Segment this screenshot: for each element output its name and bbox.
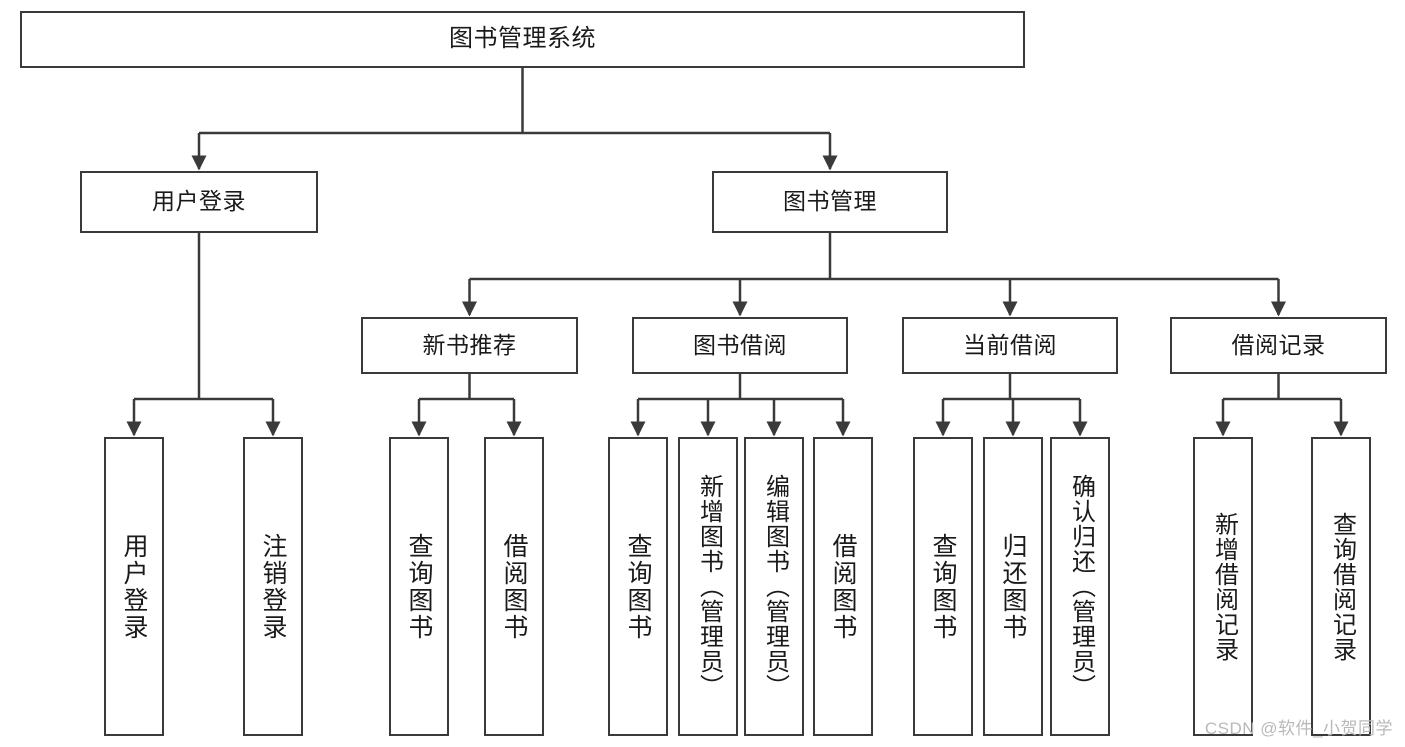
node-label: 用户登录 (120, 532, 148, 641)
node-book-management[interactable]: 图书管理 (712, 171, 948, 233)
node-label: 图书管理 (783, 188, 877, 215)
node-label: 确认归还（管理员） (1067, 474, 1095, 699)
node-leaf-edit-book-admin[interactable]: 编辑图书（管理员） (744, 437, 804, 736)
node-label: 借阅图书 (829, 532, 857, 641)
node-leaf-add-loan-record[interactable]: 新增借阅记录 (1193, 437, 1253, 736)
node-leaf-user-logout[interactable]: 注销登录 (243, 437, 303, 736)
node-label: 图书管理系统 (449, 25, 596, 53)
node-label: 新增图书（管理员） (695, 474, 723, 699)
node-label: 查询图书 (624, 532, 652, 641)
node-book-borrowing[interactable]: 图书借阅 (632, 317, 848, 374)
node-label: 查询图书 (929, 532, 957, 641)
node-label: 图书借阅 (693, 331, 787, 358)
node-leaf-query-book-current[interactable]: 查询图书 (913, 437, 973, 736)
node-current-loans[interactable]: 当前借阅 (902, 317, 1118, 374)
node-label: 编辑图书（管理员） (761, 474, 789, 699)
node-label: 查询借阅记录 (1328, 511, 1356, 662)
node-label: 查询图书 (405, 532, 433, 641)
node-label: 借阅图书 (500, 532, 528, 641)
node-leaf-return-book[interactable]: 归还图书 (983, 437, 1043, 736)
node-label: 用户登录 (152, 188, 246, 215)
node-leaf-add-book-admin[interactable]: 新增图书（管理员） (678, 437, 738, 736)
node-label: 新增借阅记录 (1210, 511, 1238, 662)
node-label: 注销登录 (259, 532, 287, 641)
watermark: CSDN @软件_小贺同学 (1204, 719, 1393, 738)
node-leaf-query-book-recommendation[interactable]: 查询图书 (389, 437, 449, 736)
node-user-login[interactable]: 用户登录 (80, 171, 318, 233)
node-root[interactable]: 图书管理系统 (20, 11, 1025, 68)
node-leaf-borrow-book-recommendation[interactable]: 借阅图书 (484, 437, 544, 736)
node-new-book-recommendation[interactable]: 新书推荐 (361, 317, 578, 374)
node-leaf-confirm-return-admin[interactable]: 确认归还（管理员） (1050, 437, 1110, 736)
node-label: 归还图书 (999, 532, 1027, 641)
node-leaf-borrow-book-borrowing[interactable]: 借阅图书 (813, 437, 873, 736)
node-leaf-query-book-borrowing[interactable]: 查询图书 (608, 437, 668, 736)
node-label: 借阅记录 (1231, 331, 1326, 358)
node-leaf-user-login[interactable]: 用户登录 (104, 437, 164, 736)
node-label: 新书推荐 (422, 331, 517, 358)
node-loan-records[interactable]: 借阅记录 (1170, 317, 1387, 374)
node-label: 当前借阅 (963, 331, 1057, 358)
node-leaf-query-loan-record[interactable]: 查询借阅记录 (1311, 437, 1371, 736)
